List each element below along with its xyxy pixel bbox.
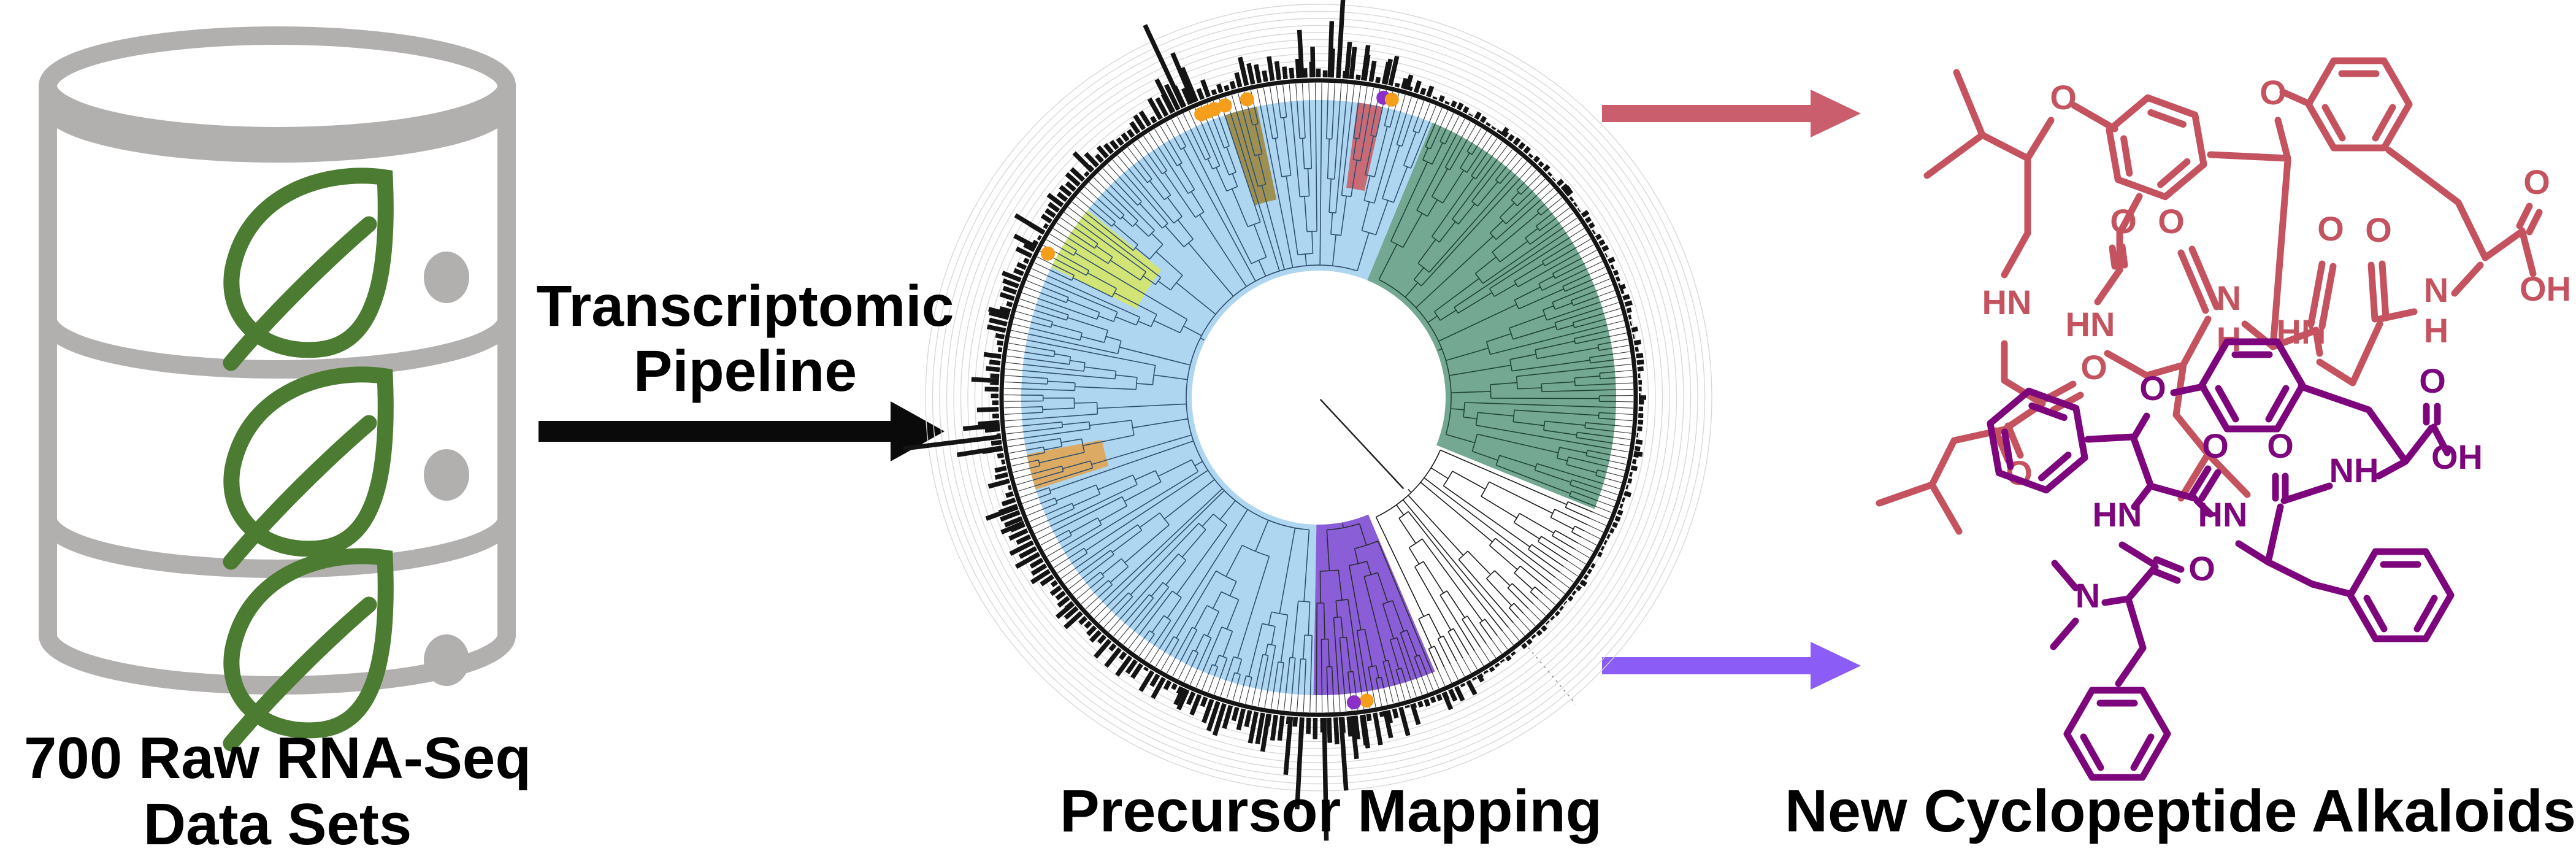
grid-ring (946, 25, 1692, 771)
tree-caption: Precursor Mapping (1060, 777, 1602, 844)
benzene-ring (2350, 552, 2451, 639)
grid-ring (988, 67, 1649, 728)
outgroup-dendrogram (1375, 449, 1593, 671)
red-skeleton (1876, 69, 2537, 535)
precursor-dot (1207, 102, 1222, 117)
products-caption: New Cyclopeptide Alkaloids (1784, 777, 2576, 844)
atom-label: HN (2093, 495, 2142, 534)
atom-label: O (2188, 549, 2215, 588)
pipeline-arrow (539, 401, 945, 461)
grid-ring (925, 4, 1712, 792)
highlight-orange-fill (1026, 439, 1109, 490)
grid-ring (981, 60, 1656, 735)
highlight-purple-dendrogram (1316, 523, 1433, 696)
precursor-dot (1384, 92, 1399, 107)
atom-label: HN (2066, 305, 2115, 344)
scale-axis (1524, 642, 1577, 705)
purple-product-arrow (1602, 642, 1861, 690)
atom-label: HN (2277, 312, 2326, 351)
dendrogram-path (1021, 99, 1430, 695)
database-caption: 700 Raw RNA-Seq Data Sets (0, 725, 555, 857)
benzene-ring (2095, 89, 2219, 206)
red-product-arrow (1602, 90, 1861, 137)
grid-ring (967, 46, 1670, 749)
benzene-ring (2309, 61, 2409, 148)
precursor-dot (1041, 246, 1056, 261)
dendrogram-path (1378, 123, 1617, 507)
grid-ring (953, 32, 1684, 763)
precursor-dot (1359, 693, 1374, 708)
database-separator-1 (39, 310, 516, 379)
atom-label: HN (1982, 283, 2032, 322)
leaf-icon (231, 374, 386, 561)
indicator-dot (424, 252, 469, 303)
atom-label: O (2139, 369, 2166, 407)
atom-label: O (2365, 210, 2392, 249)
precursor-dot (1217, 98, 1232, 113)
indicator-dot (424, 449, 469, 501)
atom-label: O (2419, 361, 2446, 400)
atom-label: N (2217, 279, 2241, 317)
grid-ring (939, 18, 1698, 777)
sister-clade-dendrogram (1378, 123, 1617, 507)
database-caption-line2: Data Sets (143, 791, 412, 857)
indicator-dot (424, 634, 469, 686)
root-branch (1319, 399, 1405, 490)
clade-fills (1021, 100, 1617, 695)
benzene-ring (2067, 690, 2168, 777)
atom-label: O (2267, 426, 2294, 465)
leaf-ticks (1435, 107, 1634, 513)
precursor-dots (1041, 90, 1399, 710)
abundance-bars-path (903, 0, 1646, 841)
atom-label: O (2523, 163, 2550, 201)
highlight-yellow-fill (1051, 210, 1162, 309)
atom-label: O (2260, 73, 2287, 112)
leaf-ticks (1438, 512, 1609, 687)
atom-label: O (2317, 209, 2344, 248)
precursor-dot (1346, 695, 1361, 710)
leaf-baseline-ring (999, 78, 1638, 717)
purple-double-bonds (2149, 403, 2441, 584)
grid-ring (974, 53, 1663, 742)
database-top-ellipse (39, 26, 516, 145)
database-caption-line1: 700 Raw RNA-Seq (24, 725, 531, 791)
pipeline-caption-line2: Pipeline (633, 339, 857, 404)
leaf-icon (231, 175, 386, 363)
atom-label: H (2424, 311, 2448, 350)
database-separator-2 (39, 509, 516, 578)
atom-label: O (2158, 202, 2185, 241)
atom-label: NH (2329, 451, 2379, 490)
database-top-rim (39, 94, 516, 163)
dendrogram-path (1375, 449, 1593, 671)
pipeline-caption-line1: Transcriptomic (536, 274, 954, 339)
benzene-ring (2202, 342, 2302, 429)
phylogenetic-tree (903, 0, 1712, 841)
major-clade-dendrogram (1021, 99, 1430, 695)
abundance-bars (903, 0, 1646, 841)
atom-label: O (2080, 348, 2107, 387)
grid-ring (960, 39, 1677, 757)
grid-ring (932, 10, 1706, 785)
atom-label: O (2050, 78, 2077, 117)
pipeline-caption: Transcriptomic Pipeline (503, 274, 987, 404)
atom-label: OH (2520, 269, 2571, 308)
atom-label: OH (2431, 437, 2483, 476)
atom-label: O (2202, 426, 2229, 465)
leaf-icon (231, 556, 386, 743)
dendrogram-path (1316, 523, 1433, 696)
purple-skeleton (2050, 383, 2451, 687)
database-icon (39, 26, 516, 743)
atom-label: O (2110, 202, 2137, 241)
highlight-olive-fill (1224, 106, 1277, 206)
atom-label: HN (2198, 495, 2248, 534)
highlight-purple-fill (1313, 514, 1435, 695)
atom-label: N (2076, 576, 2100, 615)
atom-label: N (2424, 271, 2448, 309)
precursor-dot (1240, 92, 1254, 107)
